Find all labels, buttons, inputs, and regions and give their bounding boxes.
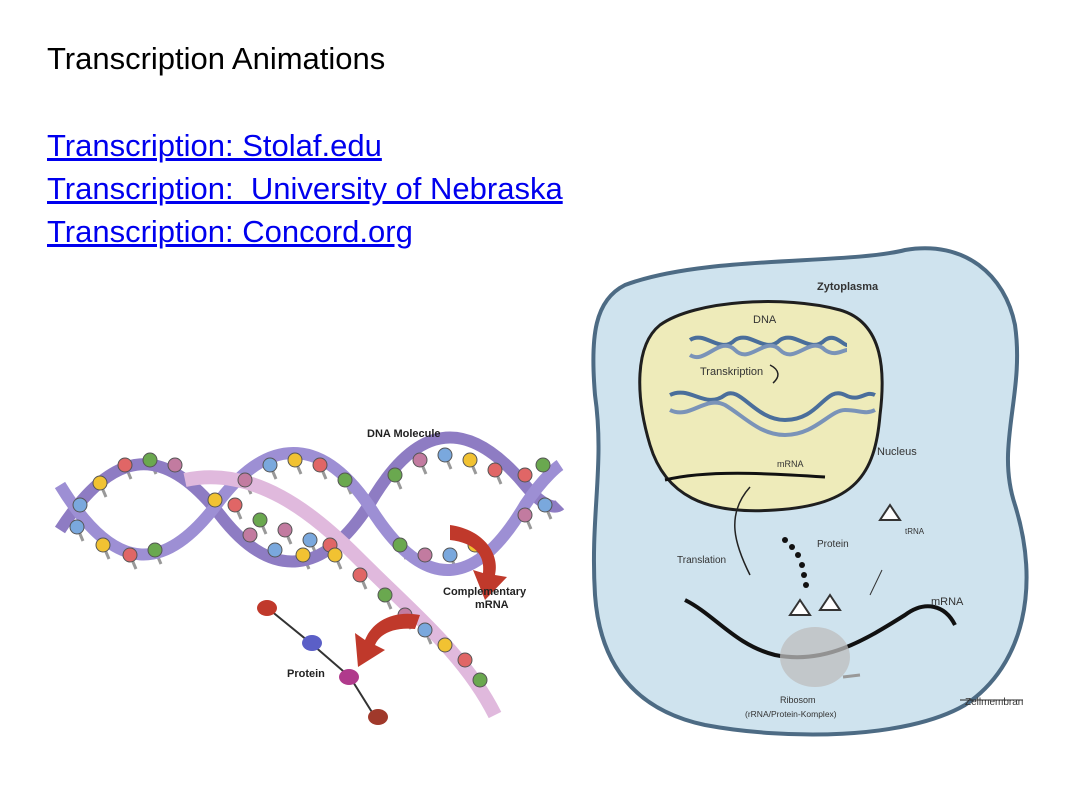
translation-label: Translation	[677, 555, 726, 566]
ribosome	[780, 627, 850, 687]
protein-beads	[782, 537, 809, 588]
translation-arrow-cell	[734, 486, 751, 576]
nucleotide-base	[337, 472, 353, 488]
nucleotide-base	[295, 547, 311, 563]
trna-pointer	[869, 569, 883, 596]
link-nebraska[interactable]: Transcription: University of Nebraska	[47, 171, 563, 206]
nucleotide-base	[252, 512, 268, 528]
nucleotide-base	[472, 672, 488, 688]
mrna-label-cell: mRNA	[931, 596, 964, 608]
trna-molecules	[788, 503, 902, 616]
nucleotide-base	[437, 637, 453, 653]
nucleotide-base	[352, 567, 368, 583]
nucleotide-base	[312, 457, 328, 473]
nucleotide-base	[387, 467, 403, 483]
dna-transcription-bubble	[669, 390, 876, 423]
link-stolaf[interactable]: Transcription: Stolaf.edu	[47, 128, 382, 163]
trna-label: tRNA	[905, 527, 925, 536]
slide-title: Transcription Animations	[47, 41, 386, 76]
dna-molecule-figure: DNA Molecule Complementary mRNA Protein	[54, 428, 565, 725]
nucleotide-base	[302, 532, 318, 548]
nucleotide-base	[92, 475, 108, 491]
zellmembran-label: Zellmembran	[965, 697, 1023, 708]
nucleotide-bases	[69, 447, 553, 688]
nucleotide-base	[227, 497, 243, 513]
complementary-mrna-label: mRNA	[475, 599, 509, 611]
nucleotide-base	[167, 457, 183, 473]
nucleotide-base	[437, 447, 453, 463]
dna-helix-nucleus-strand	[688, 343, 848, 359]
nucleotide-base	[417, 622, 433, 638]
nucleotide-base	[207, 492, 223, 508]
zytoplasma-label: Zytoplasma	[817, 281, 879, 293]
transkription-arrow	[769, 364, 779, 384]
link-list: Transcription: Stolaf.edu Transcription:…	[47, 124, 563, 253]
nucleotide-base	[537, 497, 553, 513]
ribosom-label: Ribosom	[780, 695, 816, 705]
nucleotide-base	[462, 452, 478, 468]
nucleotide-base	[392, 537, 408, 553]
translation-arrow	[355, 613, 420, 667]
nucleotide-base	[267, 542, 283, 558]
ribosom-sub-label: (rRNA/Protein-Komplex)	[745, 709, 837, 719]
nucleotide-base	[69, 519, 85, 535]
complementary-label: Complementary	[443, 586, 527, 598]
nucleotide-base	[72, 497, 88, 513]
nucleotide-base	[95, 537, 111, 553]
cell-diagram: Zytoplasma DNA Transkription Nucleus mRN…	[591, 246, 1029, 737]
nucleus-label: Nucleus	[877, 446, 917, 458]
protein-chain	[257, 600, 388, 725]
dna-label: DNA	[753, 314, 777, 326]
link-concord[interactable]: Transcription: Concord.org	[47, 214, 413, 249]
nucleotide-base	[535, 457, 551, 473]
dna-transcription-bubble-strand	[669, 400, 876, 438]
protein-label-left: Protein	[287, 668, 325, 680]
protein-label-right: Protein	[817, 539, 849, 550]
nucleotide-base	[417, 547, 433, 563]
nucleotide-base	[242, 527, 258, 543]
nucleotide-base	[487, 462, 503, 478]
nucleotide-base	[122, 547, 138, 563]
nucleotide-base	[287, 452, 303, 468]
dna-molecule-label: DNA Molecule	[367, 428, 441, 440]
nucleotide-base	[517, 507, 533, 523]
nucleotide-base	[377, 587, 393, 603]
nucleotide-base	[517, 467, 533, 483]
nucleotide-base	[457, 652, 473, 668]
nucleotide-base	[277, 522, 293, 538]
nucleotide-base	[262, 457, 278, 473]
transcription-arrow	[450, 525, 507, 600]
nucleotide-base	[117, 457, 133, 473]
nucleus-mrna-label: mRNA	[777, 459, 804, 469]
nucleotide-base	[142, 452, 158, 468]
transkription-label: Transkription	[700, 366, 763, 378]
nucleotide-base	[442, 547, 458, 563]
ribosome-direction-arrow	[842, 673, 861, 679]
nucleotide-base	[327, 547, 343, 563]
nucleus	[638, 300, 884, 513]
nucleotide-base	[147, 542, 163, 558]
nucleotide-base	[412, 452, 428, 468]
nucleotide-base	[237, 472, 253, 488]
nucleus-mrna	[664, 471, 826, 482]
